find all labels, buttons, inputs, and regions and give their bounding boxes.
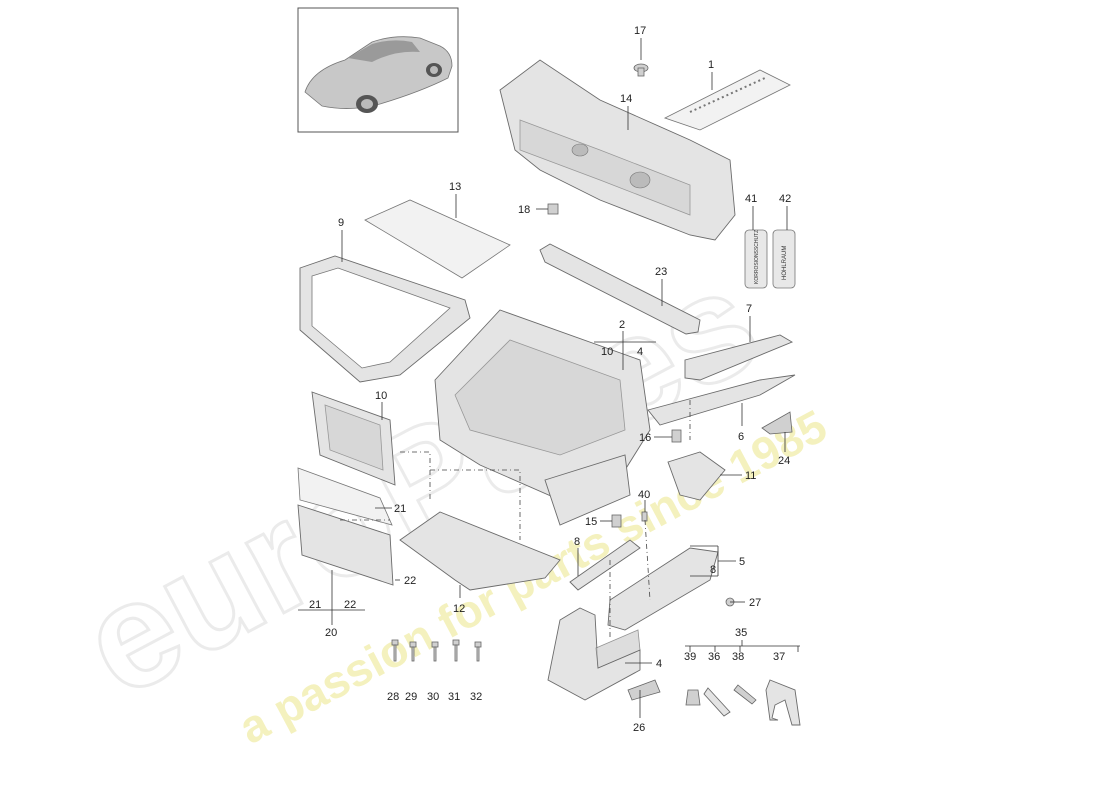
part-9-frame: [299, 255, 471, 383]
callout-23: 23: [655, 266, 667, 278]
callout-21-bracket: 21: [309, 599, 321, 611]
callout-18: 18: [518, 204, 530, 216]
can-42: HOHLRAUM: [772, 229, 796, 289]
part-24-bracket: [761, 411, 793, 435]
callout-labels: 17 1 14 13 18 9 41 42 23 2 10 4 7 10 6 2…: [309, 25, 791, 734]
callout-9: 9: [338, 217, 344, 229]
fasteners-28-32: [391, 639, 482, 662]
callout-39: 39: [684, 651, 696, 663]
part-6-member: [647, 374, 796, 426]
car-thumbnail: [297, 7, 459, 133]
callout-30: 30: [427, 691, 439, 703]
callout-1: 1: [708, 59, 714, 71]
tube-38: [733, 684, 757, 705]
fastener-29: [409, 641, 417, 662]
gun-37: [765, 679, 801, 726]
can-42-label: HOHLRAUM: [782, 246, 788, 280]
callout-36: 36: [708, 651, 720, 663]
callout-5: 5: [739, 556, 745, 568]
part-13-panel: [364, 199, 511, 279]
part-12-floor: [399, 511, 561, 591]
part-11-bracket: [667, 451, 726, 501]
part-4-member: [547, 607, 641, 701]
part-14-bulkhead: [499, 59, 736, 241]
callout-11: 11: [745, 470, 756, 482]
callout-12: 12: [453, 603, 465, 615]
part-1-panel: [663, 69, 791, 131]
callout-41: 41: [745, 193, 757, 205]
part-17-clip: [633, 63, 649, 77]
part-26-bracket: [627, 679, 661, 701]
part-23-crossmember: [539, 243, 701, 335]
callout-10: 10: [375, 390, 387, 402]
part-8-member: [569, 539, 641, 591]
callout-8-bracket: 8: [710, 564, 716, 576]
callout-22-bracket: 22: [344, 599, 356, 611]
callout-4-top: 4: [637, 346, 643, 358]
callout-32: 32: [470, 691, 482, 703]
fastener-31: [452, 639, 460, 662]
fastener-28: [391, 639, 399, 662]
callout-10-top: 10: [601, 346, 613, 358]
callout-38: 38: [732, 651, 744, 663]
tube-36: [703, 687, 731, 717]
part-2-front-tub: [434, 309, 651, 526]
callout-37: 37: [773, 651, 785, 663]
part-40-fastener: [641, 511, 648, 522]
bottle-39: [685, 689, 701, 706]
callout-26: 26: [633, 722, 645, 734]
can-41-label: KORROSIONSSCHUTZ: [754, 230, 760, 284]
part-5-member: [607, 547, 719, 631]
fastener-32: [474, 641, 482, 662]
callout-16: 16: [639, 432, 651, 444]
fastener-30: [431, 641, 439, 662]
callout-22: 22: [404, 575, 416, 587]
part-18-bracket: [547, 203, 559, 215]
callout-4: 4: [656, 658, 662, 670]
part-21-panel: [297, 467, 393, 526]
part-10-panel: [311, 391, 396, 486]
callout-6: 6: [738, 431, 744, 443]
tools-35-group: [685, 679, 801, 726]
callout-2: 2: [619, 319, 625, 331]
can-41: KORROSIONSSCHUTZ: [744, 229, 768, 289]
callout-40: 40: [638, 489, 650, 501]
callout-31: 31: [448, 691, 460, 703]
callout-27: 27: [749, 597, 761, 609]
leader-lines: [298, 38, 800, 718]
callout-13: 13: [449, 181, 461, 193]
part-22-panel: [297, 504, 394, 586]
callout-20: 20: [325, 627, 337, 639]
callout-42: 42: [779, 193, 791, 205]
callout-8: 8: [574, 536, 580, 548]
callout-21: 21: [394, 503, 406, 515]
part-16-sleeve: [671, 429, 682, 443]
callout-7: 7: [746, 303, 752, 315]
alignment-lines: [340, 400, 691, 640]
part-15-sleeve: [611, 514, 622, 528]
callout-24: 24: [778, 455, 790, 467]
callout-28: 28: [387, 691, 399, 703]
callout-35: 35: [735, 627, 747, 639]
callout-29: 29: [405, 691, 417, 703]
part-7-member: [684, 334, 794, 381]
callout-17: 17: [634, 25, 646, 37]
callout-15: 15: [585, 516, 597, 528]
car-illustration: [304, 36, 453, 113]
callout-14: 14: [620, 93, 632, 105]
